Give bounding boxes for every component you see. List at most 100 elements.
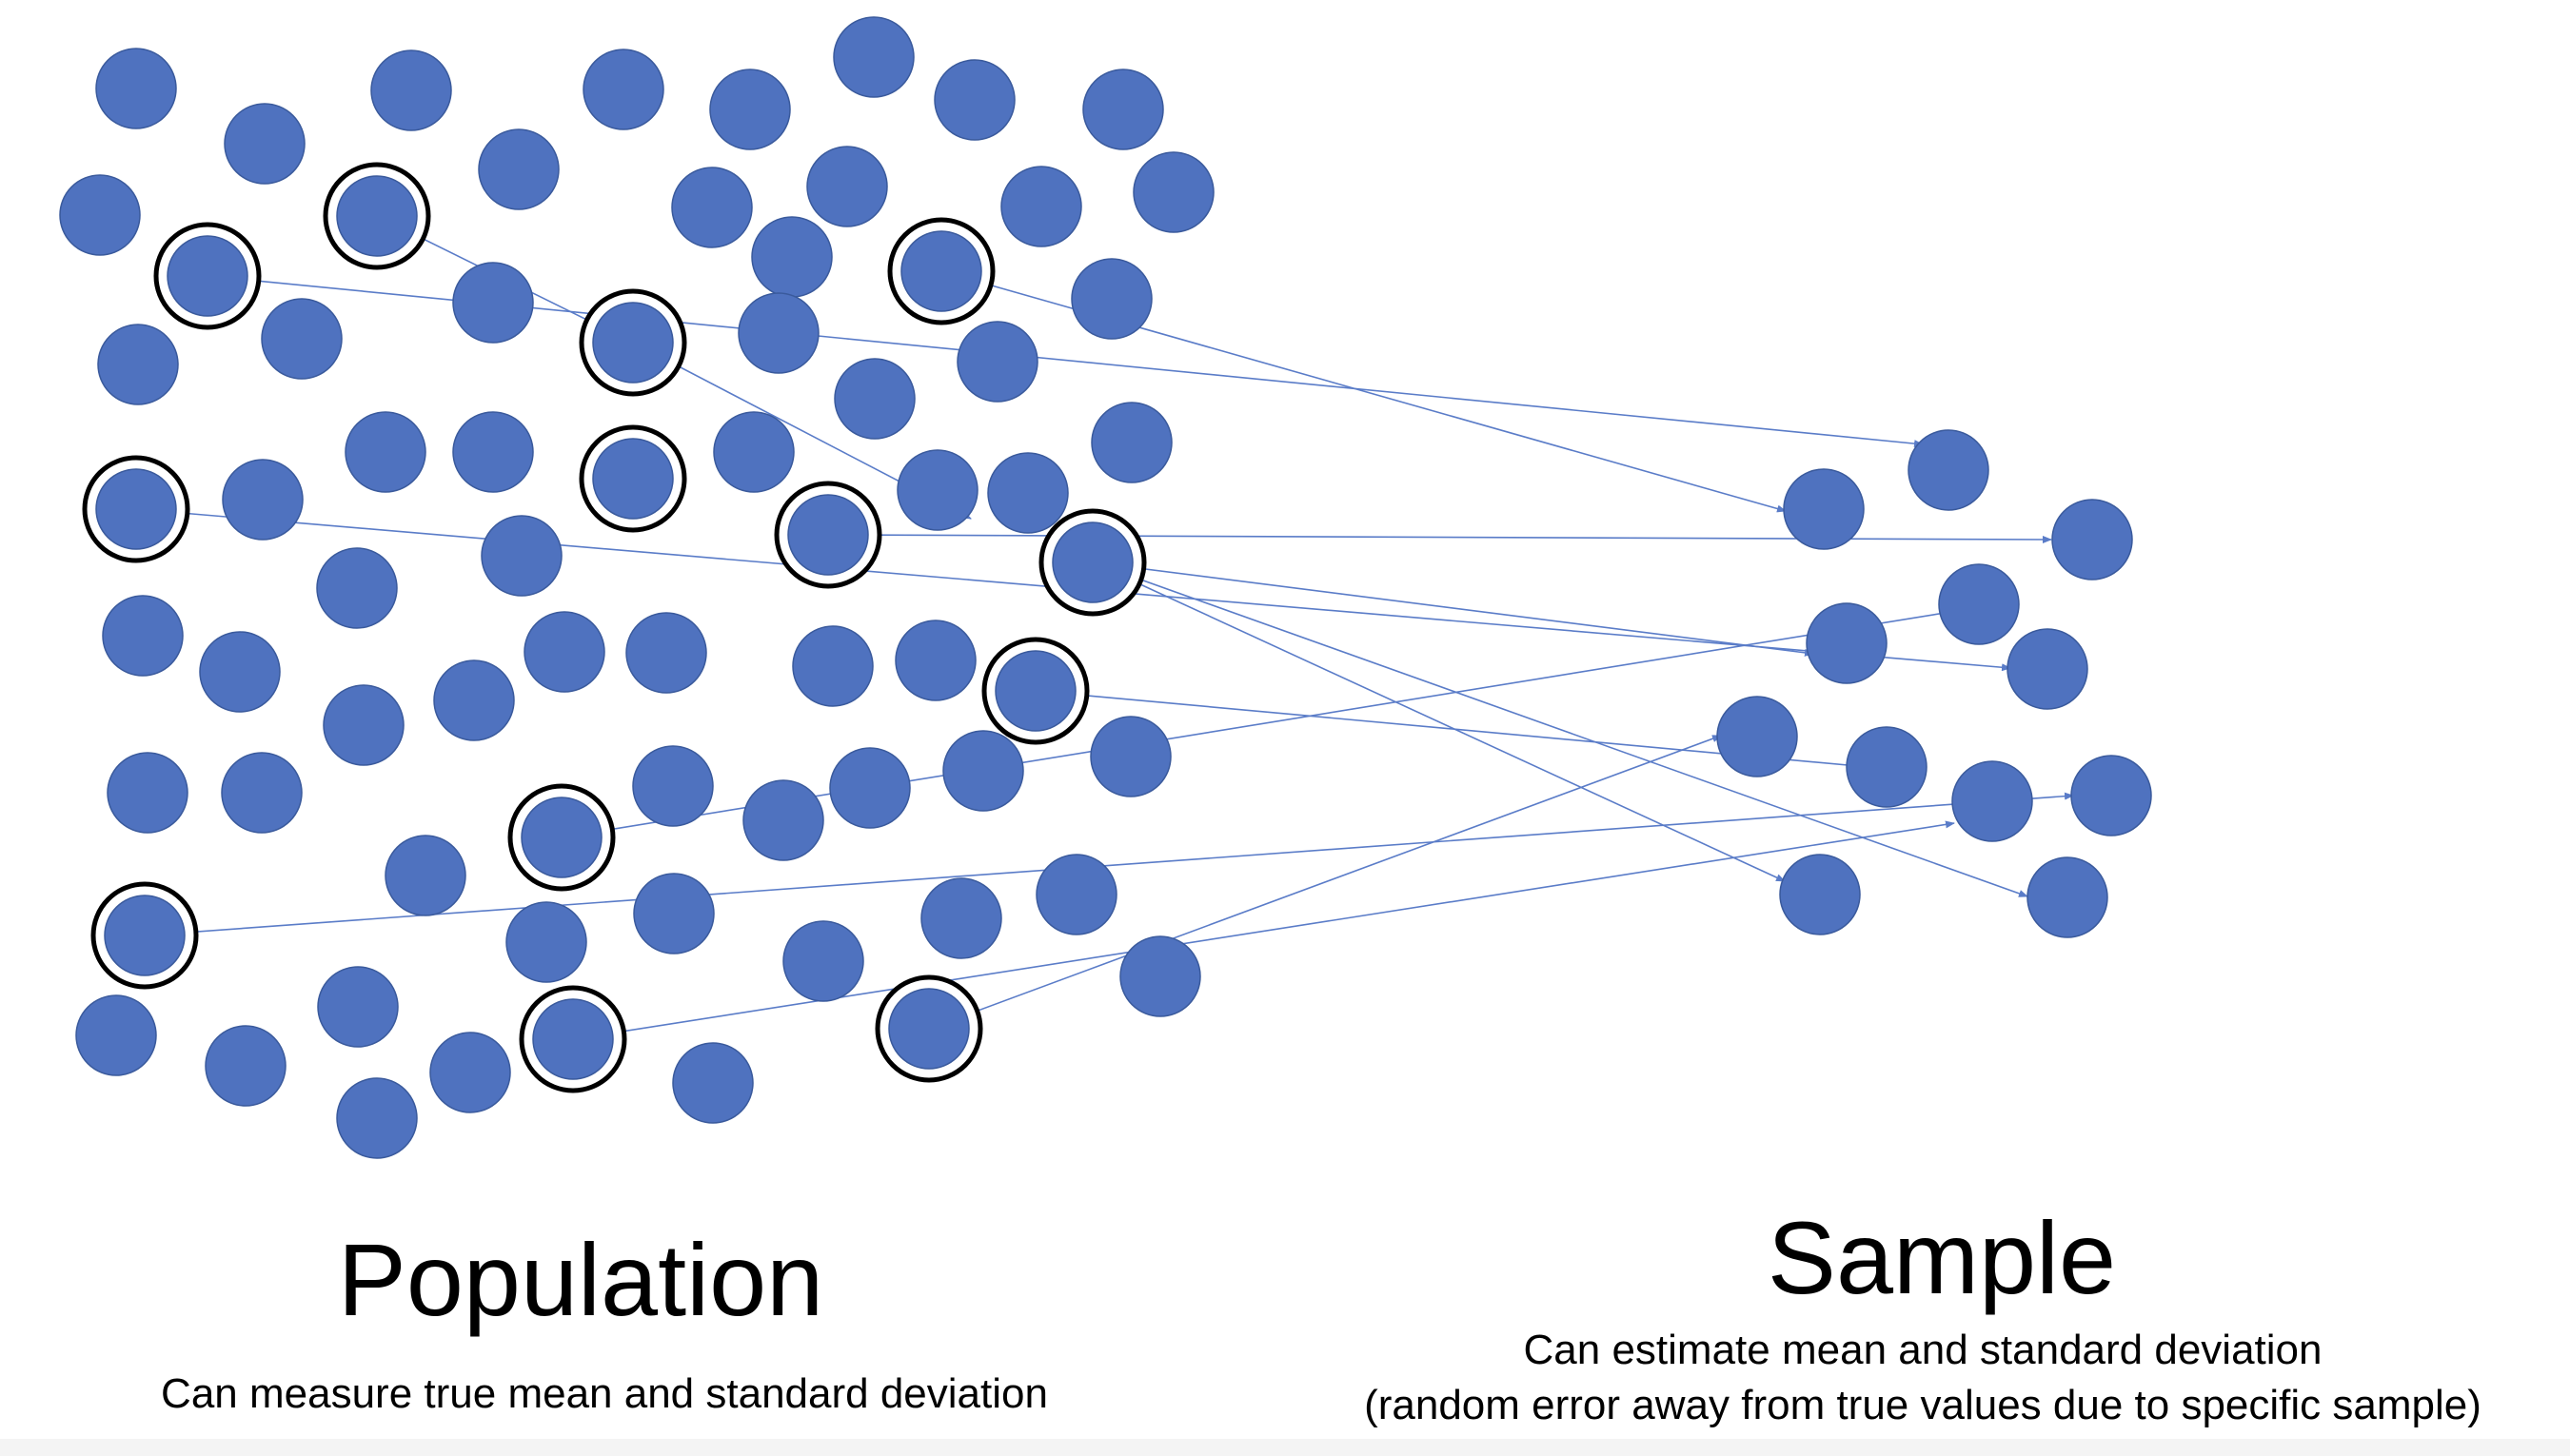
population-dot xyxy=(625,612,707,694)
population-dot-circle xyxy=(742,779,824,861)
population-dot-circle xyxy=(452,262,534,344)
population-dot-circle xyxy=(625,612,707,694)
population-dot-selected xyxy=(153,222,262,330)
population-dot xyxy=(829,747,911,829)
population-dot xyxy=(452,262,534,344)
population-title: Population xyxy=(337,1222,824,1337)
population-dot-circle xyxy=(895,620,977,701)
population-dot-circle xyxy=(524,611,605,693)
population-dot-circle xyxy=(787,494,869,576)
population-dot-circle xyxy=(317,966,399,1048)
population-dot-circle xyxy=(104,895,186,976)
population-dot xyxy=(957,321,1038,403)
population-dot-selected xyxy=(875,974,983,1083)
population-dot xyxy=(742,779,824,861)
population-dot-circle xyxy=(1052,521,1134,603)
population-dot xyxy=(1133,151,1215,233)
population-dot xyxy=(336,1077,418,1159)
population-dot-circle xyxy=(323,684,405,766)
population-dot xyxy=(224,103,306,185)
population-dot xyxy=(97,324,179,405)
population-dot-circle xyxy=(429,1032,511,1113)
population-dot-circle xyxy=(261,298,343,380)
population-dot-circle xyxy=(95,468,177,550)
population-dot-circle xyxy=(385,835,466,916)
population-dot-circle xyxy=(709,69,791,150)
population-dot xyxy=(102,595,184,677)
population-dot-circle xyxy=(592,302,674,384)
population-dot-circle xyxy=(316,547,398,629)
population-dot-circle xyxy=(481,515,563,597)
sample-title: Sample xyxy=(1767,1200,2117,1315)
population-dot-circle xyxy=(452,411,534,493)
population-dot xyxy=(205,1025,287,1107)
population-dot-circle xyxy=(59,174,141,256)
population-dot xyxy=(199,631,281,713)
population-dot-circle xyxy=(633,873,715,954)
population-dot-circle xyxy=(987,452,1069,534)
population-dot xyxy=(107,752,188,834)
sample-subtitle-line-2: (random error away from true values due … xyxy=(1364,1382,2481,1428)
population-dot-circle xyxy=(713,411,795,493)
population-dot-circle xyxy=(833,16,915,98)
population-dot-circle xyxy=(583,49,664,130)
population-dot-circle xyxy=(1082,69,1164,150)
population-dot xyxy=(316,547,398,629)
population-dot xyxy=(751,216,833,298)
population-dot xyxy=(481,515,563,597)
population-dot-circle xyxy=(806,146,888,227)
population-dot xyxy=(345,411,426,493)
population-dot-circle xyxy=(1133,151,1215,233)
population-dot-circle xyxy=(224,103,306,185)
population-dot-circle xyxy=(478,128,560,210)
population-dot-circle xyxy=(1091,402,1173,483)
population-dot xyxy=(222,459,304,541)
population-dot-circle xyxy=(995,650,1077,732)
population-dot-circle xyxy=(336,1077,418,1159)
population-dot-circle xyxy=(782,920,864,1002)
population-subtitle: Can measure true mean and standard devia… xyxy=(161,1370,1048,1417)
population-dot xyxy=(633,873,715,954)
population-dot-circle xyxy=(942,730,1024,812)
population-dot-circle xyxy=(222,459,304,541)
population-dot-selected xyxy=(507,783,616,892)
population-dot-selected xyxy=(90,881,199,990)
sample-dot xyxy=(2026,856,2108,938)
population-dot-selected xyxy=(579,288,687,397)
population-dot-circle xyxy=(1036,854,1117,935)
population-dot xyxy=(1082,69,1164,150)
population-dot-selected xyxy=(887,217,996,325)
population-dot-circle xyxy=(336,175,418,257)
population-dot-circle xyxy=(75,994,157,1076)
population-dot xyxy=(672,1042,754,1124)
population-dot-circle xyxy=(433,659,515,741)
population-dot xyxy=(792,625,874,707)
population-dot-circle xyxy=(95,48,177,129)
population-dot-circle xyxy=(532,998,614,1080)
population-dot xyxy=(713,411,795,493)
population-dot xyxy=(478,128,560,210)
population-dot-circle xyxy=(221,752,303,834)
population-dot-circle xyxy=(592,438,674,520)
population-dot xyxy=(833,16,915,98)
population-dot xyxy=(834,358,916,440)
population-dot-circle xyxy=(632,745,714,827)
population-dot-selected xyxy=(1038,508,1147,617)
population-dot xyxy=(671,167,753,248)
sample-dot xyxy=(2051,499,2133,580)
sampling-arrow xyxy=(144,792,2074,936)
population-dot xyxy=(1071,258,1153,340)
population-dot xyxy=(59,174,141,256)
population-dot xyxy=(934,59,1016,141)
population-dot-circle xyxy=(829,747,911,829)
population-dot xyxy=(221,752,303,834)
population-dot-selected xyxy=(981,637,1090,745)
population-dot-circle xyxy=(920,877,1002,959)
population-dot-circle xyxy=(505,901,587,983)
sampling-arrow xyxy=(572,820,1955,1040)
population-dot-circle xyxy=(1090,716,1172,797)
bottom-edge-strip xyxy=(0,1439,2570,1456)
population-dot xyxy=(370,49,452,131)
population-dot xyxy=(942,730,1024,812)
